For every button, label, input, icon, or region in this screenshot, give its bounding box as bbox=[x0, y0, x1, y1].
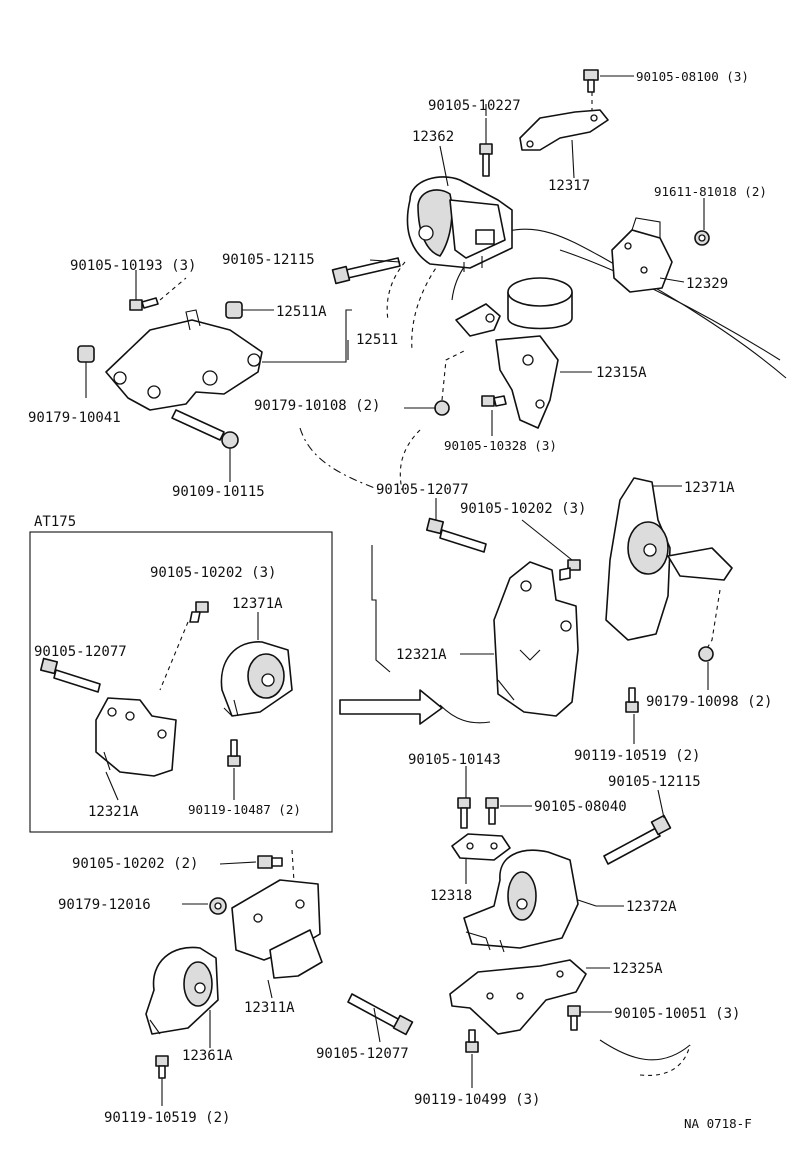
mount-12372A bbox=[463, 849, 597, 953]
bracket-12315A bbox=[455, 303, 559, 429]
label-12318: 12318 bbox=[430, 888, 472, 904]
bolt-90105-08100 bbox=[583, 69, 599, 93]
at175-inset bbox=[29, 531, 333, 833]
label-12371A-inset: 12371A bbox=[232, 596, 283, 612]
label-90119-10519-right: 90119-10519 (2) bbox=[574, 748, 700, 764]
bolt-90105-10328 bbox=[481, 395, 507, 407]
label-90105-12077-low: 90105-12077 bbox=[316, 1046, 409, 1062]
label-12371A-right: 12371A bbox=[684, 480, 735, 496]
engine-cylinder bbox=[507, 277, 573, 330]
bolt-90105-10051 bbox=[567, 1005, 581, 1031]
bracket-12311A bbox=[231, 879, 323, 979]
bolt-90109-10115 bbox=[171, 409, 239, 449]
bolt-90105-12077-inset bbox=[39, 657, 101, 693]
label-12362: 12362 bbox=[412, 129, 454, 145]
part-labels: 90105-08100 (3) 90105-10227 12362 12317 … bbox=[28, 69, 772, 1131]
bolt-90105-12077-low bbox=[347, 993, 414, 1036]
label-90105-12077-mid: 90105-12077 bbox=[376, 482, 469, 498]
nut-90179-10108 bbox=[434, 349, 467, 416]
mount-12371A bbox=[605, 477, 733, 651]
label-90105-12077-inset: 90105-12077 bbox=[34, 644, 127, 660]
label-12321A-right: 12321A bbox=[396, 647, 447, 663]
label-12372A: 12372A bbox=[626, 899, 677, 915]
label-90105-12115-low: 90105-12115 bbox=[608, 774, 701, 790]
bolt-90119-10519-low bbox=[155, 1055, 169, 1079]
bolt-90119-10519 bbox=[625, 687, 639, 713]
bushing-12511A bbox=[225, 301, 243, 319]
bracket-12511 bbox=[105, 309, 263, 411]
label-at175: AT175 bbox=[34, 514, 76, 530]
nut-90179-10041 bbox=[77, 345, 95, 398]
label-90105-10227: 90105-10227 bbox=[428, 98, 521, 114]
label-12325A: 12325A bbox=[612, 961, 663, 977]
bolt-90105-10202-inset bbox=[159, 601, 209, 691]
bolt-90105-08040 bbox=[485, 797, 499, 825]
bolt-90105-10193 bbox=[129, 277, 187, 311]
label-90179-10041: 90179-10041 bbox=[28, 410, 121, 426]
mount-12361A bbox=[145, 946, 219, 1035]
label-90105-10202-inset: 90105-10202 (3) bbox=[150, 565, 276, 581]
label-12361A: 12361A bbox=[182, 1048, 233, 1064]
mount-12371A-inset bbox=[220, 612, 293, 717]
label-12321A-inset: 12321A bbox=[88, 804, 139, 820]
label-12511A: 12511A bbox=[276, 304, 327, 320]
label-90119-10499: 90119-10499 (3) bbox=[414, 1092, 540, 1108]
bracket-12317 bbox=[519, 92, 609, 151]
leader-lines bbox=[105, 75, 709, 1106]
label-90105-10193: 90105-10193 (3) bbox=[70, 258, 196, 274]
bolt-90105-10143 bbox=[457, 797, 471, 829]
label-12311A: 12311A bbox=[244, 1000, 295, 1016]
label-90109-10115: 90109-10115 bbox=[172, 484, 265, 500]
bolt-90105-10227 bbox=[479, 118, 493, 177]
label-12511: 12511 bbox=[356, 332, 398, 348]
label-90105-10051: 90105-10051 (3) bbox=[614, 1006, 740, 1022]
label-90179-10108: 90179-10108 (2) bbox=[254, 398, 380, 414]
engine-outline bbox=[386, 228, 787, 1076]
leader-line-right bbox=[371, 545, 391, 673]
label-90105-10202-right: 90105-10202 (3) bbox=[460, 501, 586, 517]
bolt-90105-12115-low bbox=[603, 814, 672, 865]
label-90105-08040: 90105-08040 bbox=[534, 799, 627, 815]
nut-90179-12016 bbox=[209, 897, 227, 915]
label-90105-12115-top: 90105-12115 bbox=[222, 252, 315, 268]
label-90179-10098: 90179-10098 (2) bbox=[646, 694, 772, 710]
bolt-90105-10202-low bbox=[257, 849, 295, 883]
label-12315A: 12315A bbox=[596, 365, 647, 381]
bracket-12321A-inset bbox=[95, 697, 177, 777]
bracket-12329 bbox=[611, 217, 673, 293]
bolt-90105-12115-top bbox=[331, 257, 401, 285]
bolt-90119-10487 bbox=[227, 739, 241, 767]
bolt-90105-12077-mid bbox=[425, 517, 487, 553]
label-90119-10487: 90119-10487 (2) bbox=[188, 802, 301, 817]
label-90105-10143: 90105-10143 bbox=[408, 752, 501, 768]
label-90105-10202-low: 90105-10202 (2) bbox=[72, 856, 198, 872]
label-90179-12016: 90179-12016 bbox=[58, 897, 151, 913]
diagram-code: NA 0718-F bbox=[684, 1116, 752, 1131]
bolt-90119-10499 bbox=[465, 1029, 479, 1053]
label-90105-08100: 90105-08100 (3) bbox=[636, 69, 749, 84]
label-90119-10519-low: 90119-10519 (2) bbox=[104, 1110, 230, 1126]
label-90105-10328: 90105-10328 (3) bbox=[444, 438, 557, 453]
plate-12325A bbox=[449, 959, 587, 1035]
bolt-90105-10202 bbox=[559, 559, 581, 581]
nut-91611-81018 bbox=[694, 230, 710, 246]
label-12317: 12317 bbox=[548, 178, 590, 194]
label-91611-81018: 91611-81018 (2) bbox=[654, 184, 767, 199]
mount-12362 bbox=[406, 176, 513, 272]
plate-12318 bbox=[451, 833, 511, 861]
nut-90179-10098 bbox=[698, 646, 714, 662]
label-12329: 12329 bbox=[686, 276, 728, 292]
transition-arrow bbox=[339, 689, 443, 725]
bracket-12321A bbox=[493, 561, 579, 717]
